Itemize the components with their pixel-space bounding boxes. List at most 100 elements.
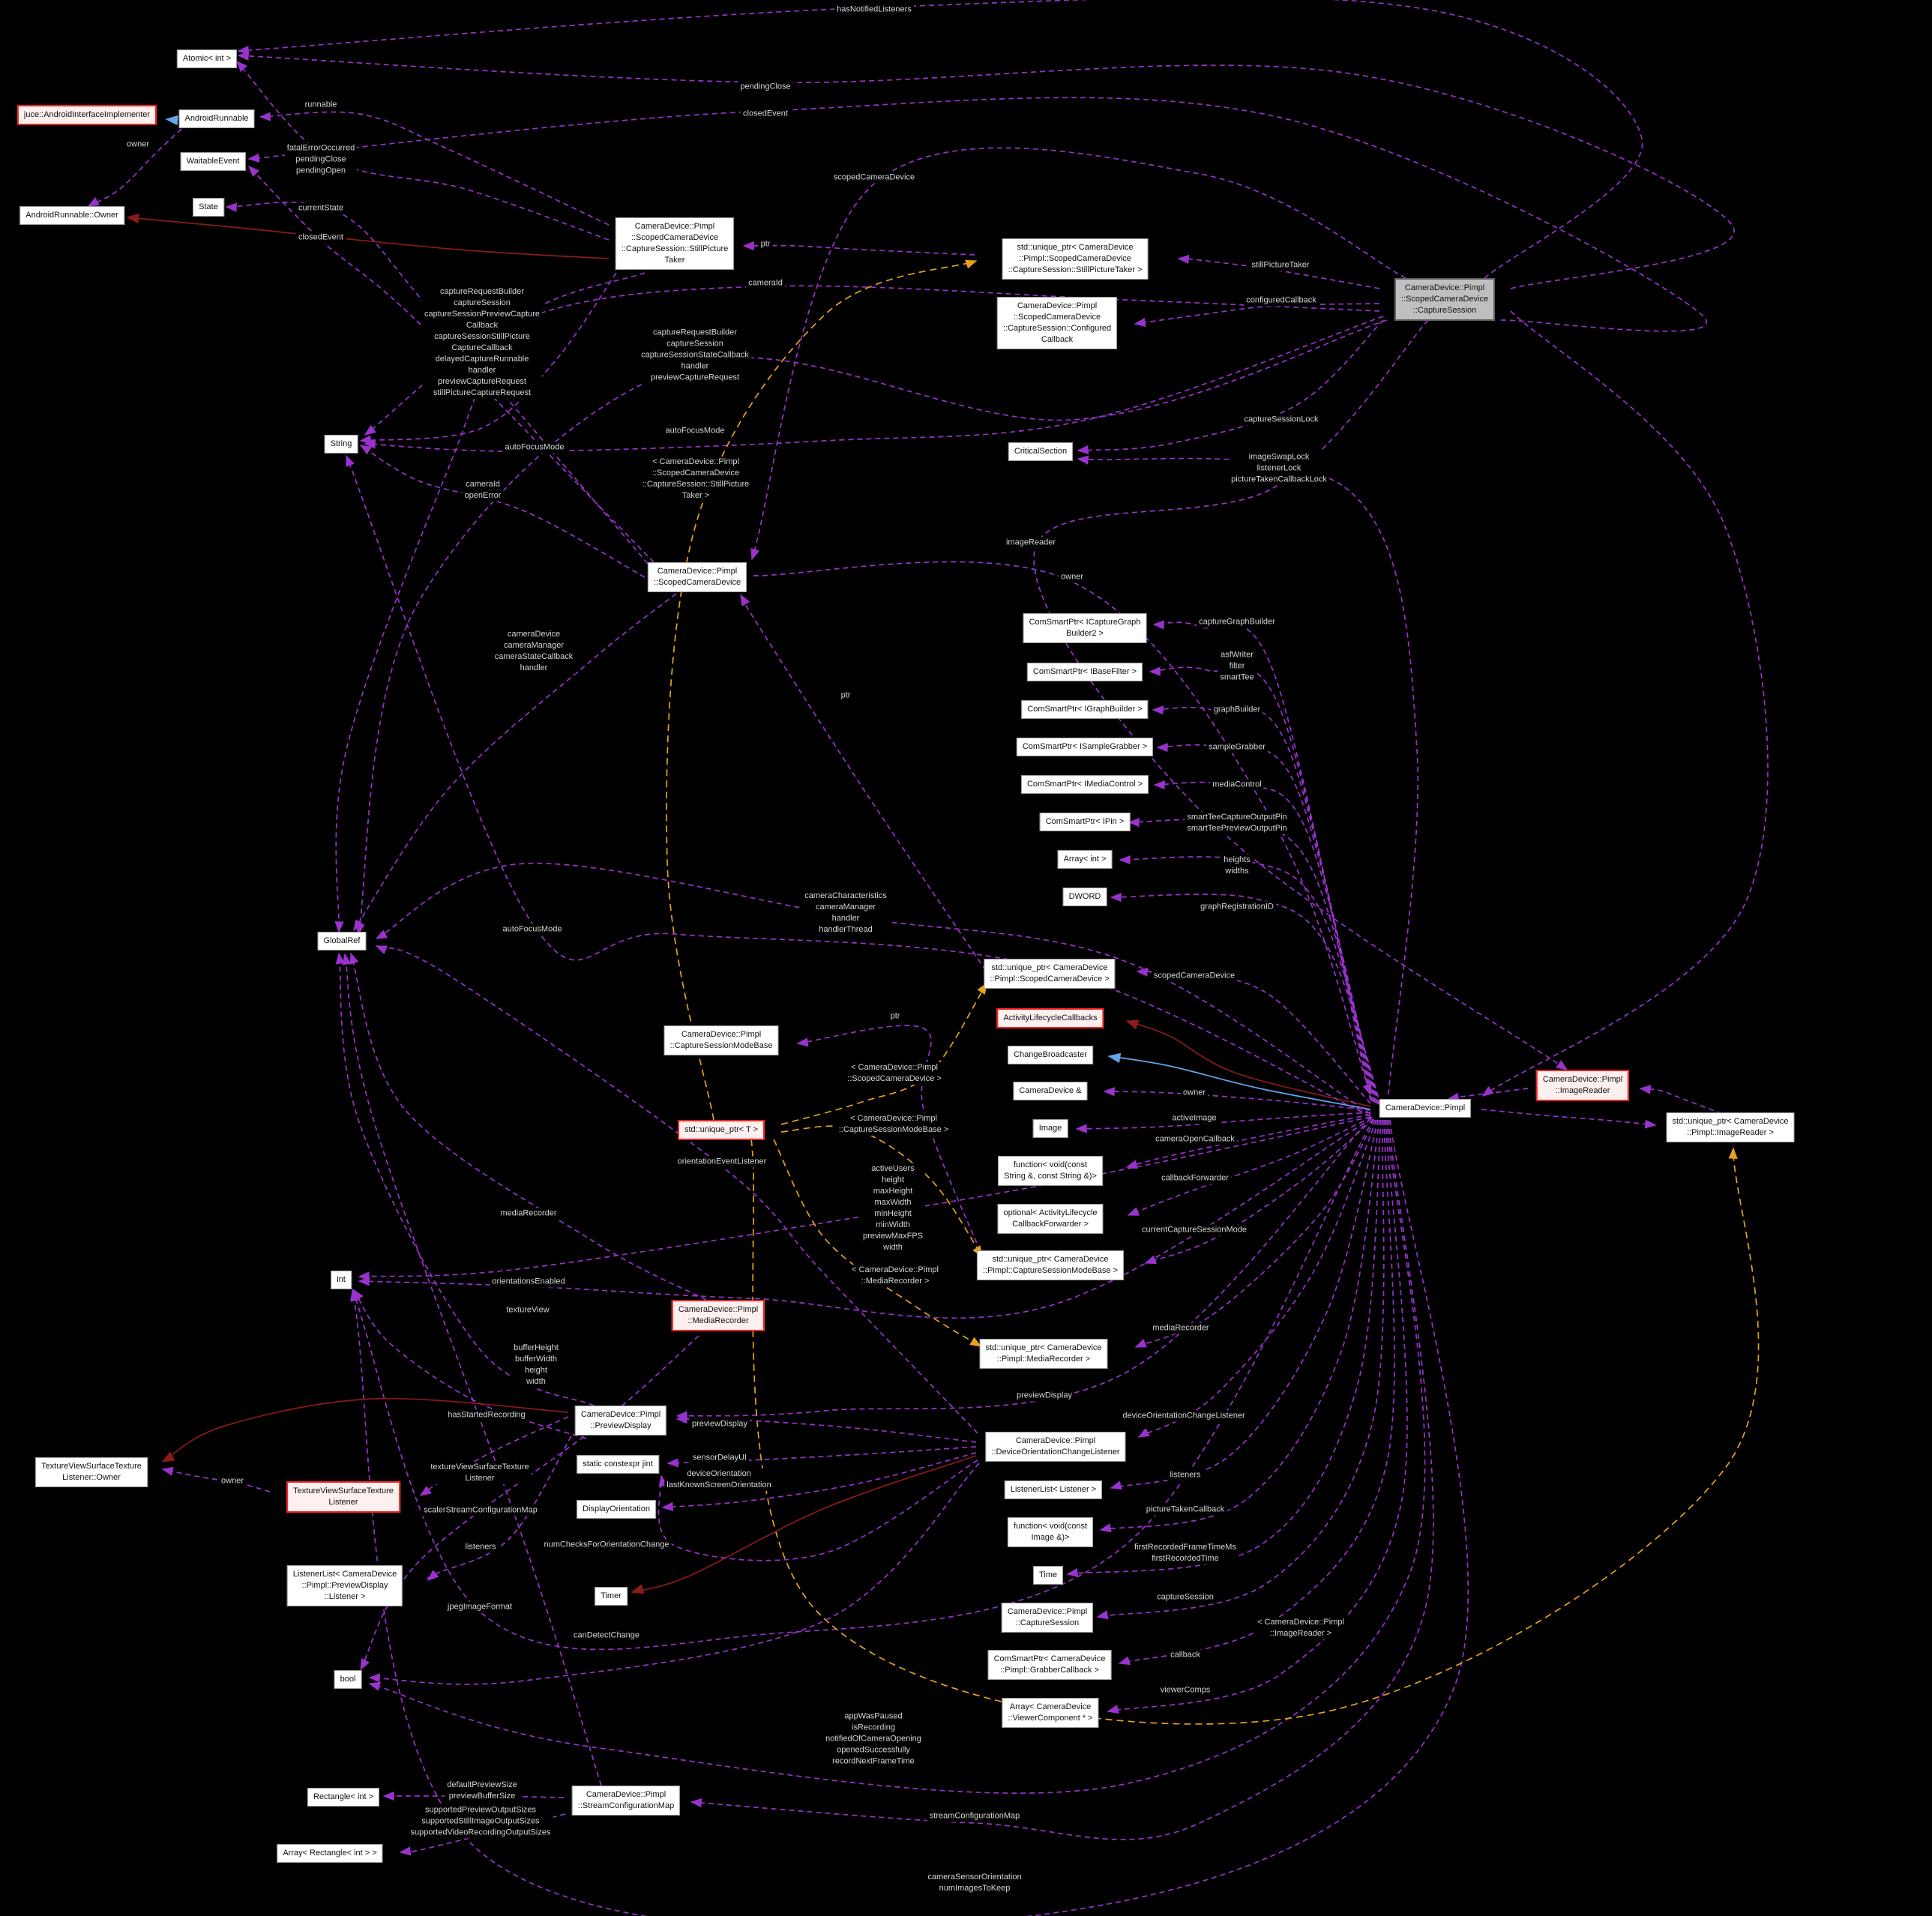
node-rectangle-int-line: Rectangle< int > — [313, 1792, 374, 1801]
node-comsmartptr-grabber-callback[interactable]: ComSmartPtr< CameraDevice::Pimpl::Grabbe… — [987, 1650, 1112, 1680]
node-activity-lifecycle-callbacks[interactable]: ActivityLifecycleCallbacks — [996, 1008, 1104, 1028]
node-display-orientation[interactable]: DisplayOrientation — [577, 1500, 656, 1519]
node-listenerlist-listener[interactable]: ListenerList< Listener > — [1004, 1480, 1103, 1499]
edge-pimpl-viewercomps — [1107, 1119, 1408, 1714]
node-still-picture-taker[interactable]: CameraDevice::Pimpl::ScopedCameraDevice:… — [615, 217, 735, 270]
node-static-constexpr-jint[interactable]: static constexpr jint — [577, 1455, 659, 1474]
edge-label-buffer-4-line: width — [526, 1377, 546, 1386]
node-configured-callback-line: CameraDevice::Pimpl — [1017, 301, 1098, 310]
node-activity-lifecycle-callbacks-line: ActivityLifecycleCallbacks — [1003, 1013, 1098, 1022]
edge-label-fatal-block-line: pendingClose — [295, 154, 346, 164]
node-preview-display[interactable]: CameraDevice::Pimpl::PreviewDisplay — [574, 1406, 667, 1436]
node-comsmartptr-ibasefilter[interactable]: ComSmartPtr< IBaseFilter > — [1026, 663, 1143, 681]
edge-label-appWasPaused-5-line: notifiedOfCameraOpening — [825, 1734, 921, 1744]
node-capture-session-inner[interactable]: CameraDevice::Pimpl::CaptureSession — [1001, 1603, 1094, 1633]
node-dword[interactable]: DWORD — [1062, 888, 1107, 906]
node-camera-device-ref-line: CameraDevice & — [1019, 1086, 1082, 1095]
node-uptr-media-recorder[interactable]: std::unique_ptr< CameraDevice::Pimpl::Me… — [979, 1339, 1108, 1369]
node-comsmartptr-imediacontrol[interactable]: ComSmartPtr< IMediaControl > — [1020, 775, 1149, 794]
edge-pd-int — [353, 1289, 587, 1439]
node-device-orientation-change-listener[interactable]: CameraDevice::Pimpl::DeviceOrientationCh… — [985, 1432, 1126, 1462]
node-comsmartptr-isamplegrabber[interactable]: ComSmartPtr< ISampleGrabber > — [1016, 738, 1154, 756]
node-int[interactable]: int — [331, 1271, 352, 1289]
node-listenerlist-preview-display[interactable]: ListenerList< CameraDevice::Pimpl::Previ… — [286, 1565, 403, 1606]
node-still-picture-taker-line: ::CaptureSession::StillPicture — [621, 244, 729, 253]
edge-label-activeUsers-8-line: previewMaxFPS — [862, 1232, 924, 1241]
node-uptr-still-picture-taker[interactable]: std::unique_ptr< CameraDevice::Pimpl::Sc… — [1002, 238, 1149, 280]
node-capture-session-mode-base[interactable]: CameraDevice::Pimpl::CaptureSessionModeB… — [663, 1025, 779, 1055]
node-comsmartptr-igraphbuilder-line: ComSmartPtr< IGraphBuilder > — [1027, 705, 1143, 714]
edge-label-owner-texture-line: owner — [221, 1476, 244, 1486]
edge-cs-pimpl — [1481, 310, 1769, 1097]
node-juce-android-interface-implementer-line: juce::AndroidInterfaceImplementer — [23, 110, 151, 119]
node-camera-device-pimpl[interactable]: CameraDevice::Pimpl — [1379, 1099, 1472, 1118]
edge-label-capture-request-10-line: delayedCaptureRunnable — [435, 355, 529, 364]
node-change-broadcaster[interactable]: ChangeBroadcaster — [1008, 1046, 1093, 1064]
node-uptr-image-reader-line: ::Pimpl::ImageReader > — [1687, 1128, 1774, 1137]
edge-label-orientationsEnabled: orientationsEnabled — [490, 1276, 568, 1288]
node-waitable-event[interactable]: WaitableEvent — [180, 152, 246, 171]
edge-docl-jint-sensordelay — [666, 1446, 977, 1468]
edge-spt-arowner — [126, 213, 610, 259]
edge-label-activeUsers-8-line: maxWidth — [874, 1198, 912, 1207]
node-rectangle-int[interactable]: Rectangle< int > — [307, 1788, 380, 1807]
node-image-reader[interactable]: CameraDevice::Pimpl::ImageReader — [1535, 1070, 1630, 1101]
node-media-recorder-line: ::MediaRecorder — [687, 1316, 749, 1325]
node-camera-device-ref[interactable]: CameraDevice & — [1013, 1082, 1088, 1100]
node-android-runnable[interactable]: AndroidRunnable — [178, 109, 255, 128]
edge-label-cameraId-openError-line: cameraId — [466, 480, 500, 489]
node-stream-configuration-map[interactable]: CameraDevice::Pimpl::StreamConfiguration… — [571, 1786, 681, 1816]
node-atomic-int[interactable]: Atomic< int > — [176, 49, 238, 68]
node-comsmartptr-ipin[interactable]: ComSmartPtr< IPin > — [1039, 813, 1131, 831]
edge-label-firstRecorded-2-line: firstRecordedTime — [1152, 1554, 1219, 1563]
node-capture-session[interactable]: CameraDevice::Pimpl::ScopedCameraDevice:… — [1394, 278, 1496, 321]
node-array-int[interactable]: Array< int > — [1057, 850, 1113, 869]
node-uptr-capture-session-mode-base[interactable]: std::unique_ptr< CameraDevice::Pimpl::Ca… — [976, 1250, 1125, 1280]
edge-label-buffer-4-line: bufferWidth — [514, 1355, 558, 1364]
node-uptr-t[interactable]: std::unique_ptr< T > — [677, 1120, 765, 1140]
node-globalref[interactable]: GlobalRef — [317, 932, 367, 951]
edge-label-cameraSensor-2-line: numImagesToKeep — [939, 1884, 1011, 1893]
edge-label-tmpl-scd-line: ::ScopedCameraDevice > — [847, 1074, 942, 1083]
node-juce-android-interface-implementer[interactable]: juce::AndroidInterfaceImplementer — [16, 105, 157, 125]
node-comsmartptr-igraphbuilder[interactable]: ComSmartPtr< IGraphBuilder > — [1021, 700, 1149, 719]
node-configured-callback[interactable]: CameraDevice::Pimpl::ScopedCameraDevice:… — [996, 297, 1118, 349]
node-string[interactable]: String — [324, 435, 358, 454]
node-array-viewer-component[interactable]: Array< CameraDevice::ViewerComponent * > — [1002, 1698, 1099, 1728]
edge-label-mediaControl-line: mediaControl — [1212, 780, 1262, 789]
node-array-rectangle-int[interactable]: Array< Rectangle< int > > — [277, 1844, 383, 1863]
node-bool[interactable]: bool — [334, 1670, 362, 1689]
node-media-recorder-line: CameraDevice::Pimpl — [678, 1305, 759, 1314]
node-scoped-camera-device[interactable]: CameraDevice::Pimpl::ScopedCameraDevice — [647, 562, 747, 592]
edge-label-sampleGrabber-line: sampleGrabber — [1209, 742, 1266, 752]
edge-cs-atomic-pendingclose — [237, 51, 1735, 289]
edge-label-sensorDelayUI-line: sensorDelayUI — [692, 1453, 747, 1462]
node-state[interactable]: State — [193, 198, 224, 217]
edge-label-cameraId-top: cameraId — [746, 277, 785, 289]
node-media-recorder[interactable]: CameraDevice::Pimpl::MediaRecorder — [671, 1300, 765, 1331]
node-uptr-scoped-camera-device[interactable]: std::unique_ptr< CameraDevice::Pimpl::Sc… — [984, 959, 1116, 989]
node-android-runnable-owner[interactable]: AndroidRunnable::Owner — [19, 206, 124, 225]
edge-label-viewerComps: viewerComps — [1158, 1684, 1213, 1696]
node-timer[interactable]: Timer — [595, 1587, 628, 1606]
node-uptr-image-reader[interactable]: std::unique_ptr< CameraDevice::Pimpl::Im… — [1666, 1112, 1795, 1142]
node-critical-section[interactable]: CriticalSection — [1008, 442, 1074, 461]
edge-label-capture-request-10-line: CaptureCallback — [451, 343, 513, 352]
node-image[interactable]: Image — [1032, 1119, 1068, 1138]
edge-pimpl-uptrcsmb — [1144, 1118, 1374, 1265]
edge-label-stillPictureTaker-line: stillPictureTaker — [1251, 260, 1310, 270]
edge-label-graphRegistrationID: graphRegistrationID — [1198, 901, 1276, 913]
node-time[interactable]: Time — [1032, 1566, 1064, 1585]
edge-label-activeImage: activeImage — [1170, 1112, 1219, 1124]
edge-mr-bool — [360, 1335, 699, 1671]
edge-spt-atomic — [235, 60, 610, 241]
edge-label-scopedCameraDevice-right-line: scopedCameraDevice — [1153, 971, 1236, 980]
